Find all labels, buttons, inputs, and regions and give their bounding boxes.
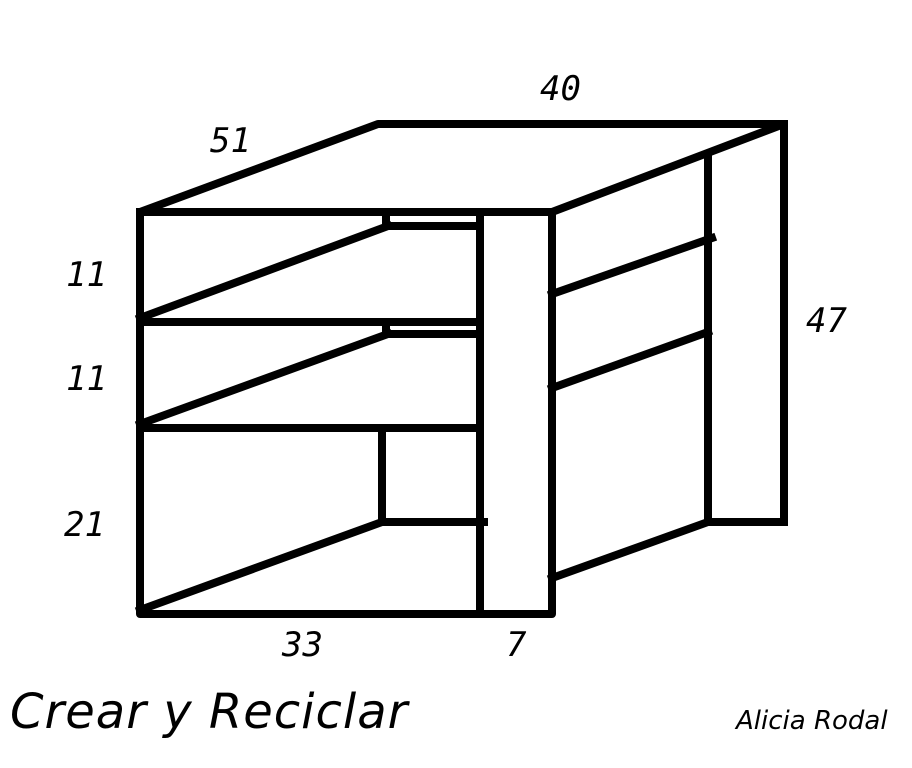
dimension-depth: 51 <box>210 121 251 161</box>
dimension-shelf-2: 11 <box>66 359 107 399</box>
footer-title: Crear y Reciclar <box>10 684 409 740</box>
shelf-2-diagonal <box>134 328 394 430</box>
shelf-1-diagonal <box>134 220 394 324</box>
right-bottom-diagonal <box>546 516 714 584</box>
right-shelf-2 <box>546 326 714 394</box>
dimension-side-panel: 7 <box>506 625 527 665</box>
dimension-bottom-space: 21 <box>64 505 105 545</box>
bottom-diagonal <box>134 516 388 616</box>
dimension-front-opening: 33 <box>282 625 323 665</box>
dimension-top-width: 40 <box>540 69 581 109</box>
dimension-shelf-1: 11 <box>66 255 107 295</box>
front-frame <box>136 208 556 618</box>
right-shelf-1 <box>546 232 718 300</box>
dimension-height: 47 <box>806 301 847 341</box>
footer-author: Alicia Rodal <box>736 706 888 736</box>
